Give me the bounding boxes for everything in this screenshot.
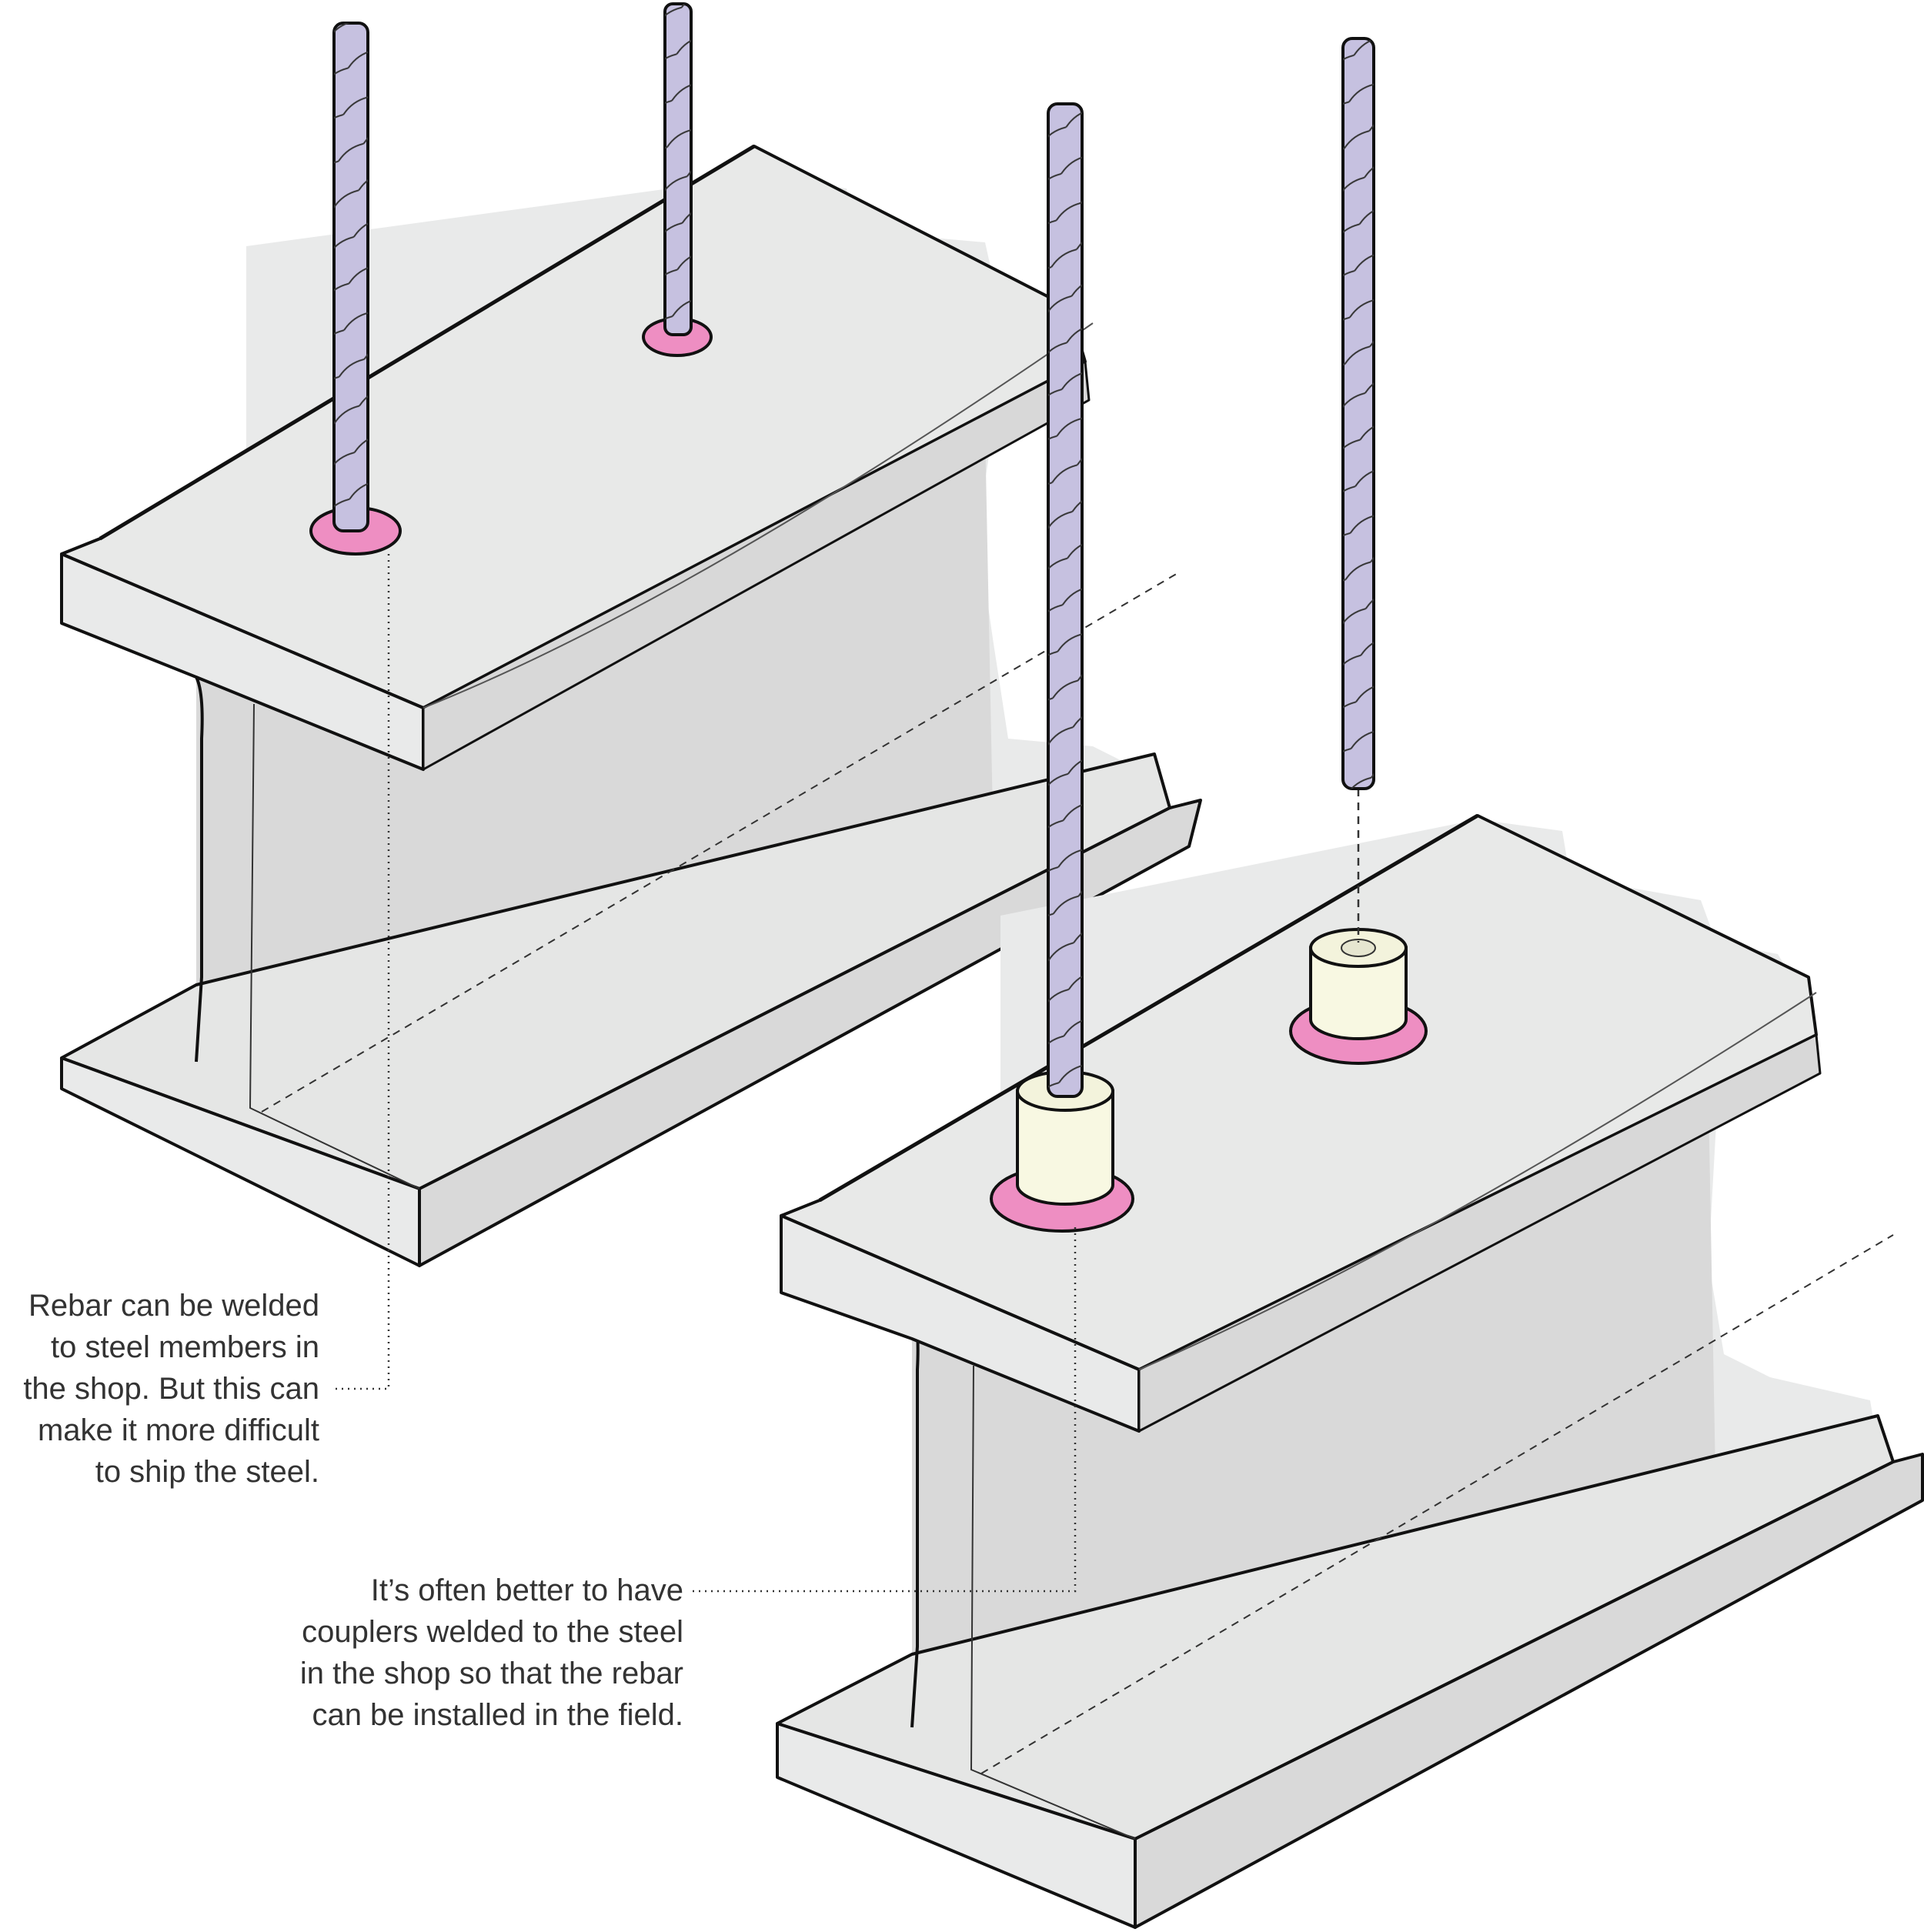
coupler-icon [1309, 946, 1408, 1040]
callout-welded-rebar: Rebar can be welded to steel members in … [0, 1285, 319, 1493]
right-front-coupler-assembly [990, 102, 1134, 1233]
left-rear-rebar [642, 2, 713, 357]
callout-line: It’s often better to have [370, 1573, 683, 1607]
left-front-rebar [309, 22, 402, 556]
leader-line-2 [693, 1227, 1077, 1593]
right-rear-coupler-assembly [1289, 37, 1428, 1065]
callout-line: the shop. But this can [23, 1372, 319, 1406]
coupler-icon [1016, 1089, 1114, 1206]
leader-line-1 [331, 554, 390, 1390]
callout-line: to ship the steel. [95, 1455, 319, 1489]
callout-line: to steel members in [50, 1330, 319, 1364]
callout-line: can be installed in the field. [312, 1698, 683, 1732]
callout-couplers: It’s often better to have couplers welde… [231, 1570, 683, 1736]
callout-line: in the shop so that the rebar [299, 1657, 683, 1690]
left-beam-web [196, 431, 993, 1077]
callout-line: couplers welded to the steel [302, 1615, 683, 1649]
callout-line: make it more difficult [37, 1413, 319, 1447]
callout-line: Rebar can be welded [28, 1289, 319, 1323]
